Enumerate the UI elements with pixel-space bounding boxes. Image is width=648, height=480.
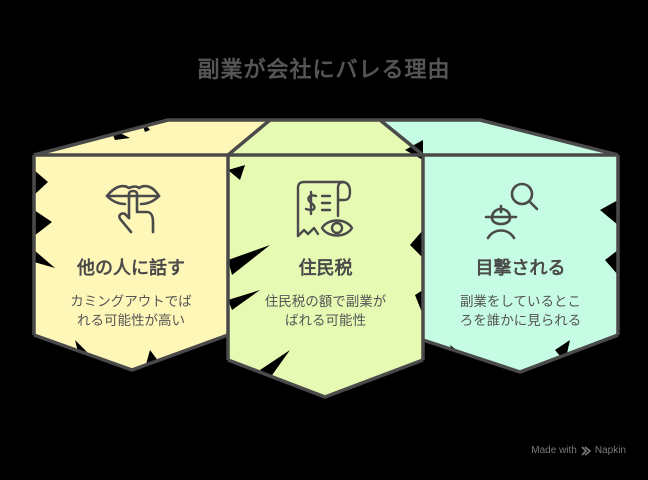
card-desc-line: れる可能性が高い	[77, 313, 185, 329]
made-with-footer: Made with Napkin	[531, 445, 626, 456]
card-1: 他の人に話す カミングアウトでば れる可能性が高い	[34, 254, 228, 331]
outline-strokes	[32, 118, 620, 399]
card-heading: 目撃される	[475, 258, 566, 279]
card-fill-2	[228, 120, 423, 397]
card-2: 住民税 住民税の額で副業が ばれる可能性	[228, 254, 423, 331]
card-desc-line: ろを誰かに見られる	[459, 313, 582, 329]
card-3: 目撃される 副業をしているとこ ろを誰かに見られる	[423, 254, 618, 331]
made-with-label: Made with	[531, 445, 577, 456]
napkin-brand-label: Napkin	[594, 445, 626, 456]
card-desc-line: カミングアウトでば	[70, 294, 192, 310]
diagram-title: 副業が会社にバレる理由	[197, 58, 451, 83]
card-description: 住民税の額で副業が ばれる可能性	[228, 293, 423, 331]
card-heading: 他の人に話す	[77, 258, 185, 279]
worker-search-icon	[484, 182, 539, 240]
card-description: カミングアウトでば れる可能性が高い	[34, 293, 228, 331]
card-heading: 住民税	[298, 258, 353, 279]
receipt-eye-icon	[296, 180, 354, 238]
card-desc-line: 副業をしているとこ	[459, 294, 582, 310]
card-desc-line: 住民税の額で副業が	[264, 294, 387, 310]
sketch-marks	[34, 118, 618, 378]
card-desc-line: ばれる可能性	[285, 313, 366, 329]
card-fill-3	[380, 120, 618, 372]
card-description: 副業をしているとこ ろを誰かに見られる	[423, 293, 618, 331]
napkin-logo-icon	[581, 445, 591, 456]
shush-lips-icon	[105, 184, 161, 234]
card-fill-1	[34, 120, 270, 370]
